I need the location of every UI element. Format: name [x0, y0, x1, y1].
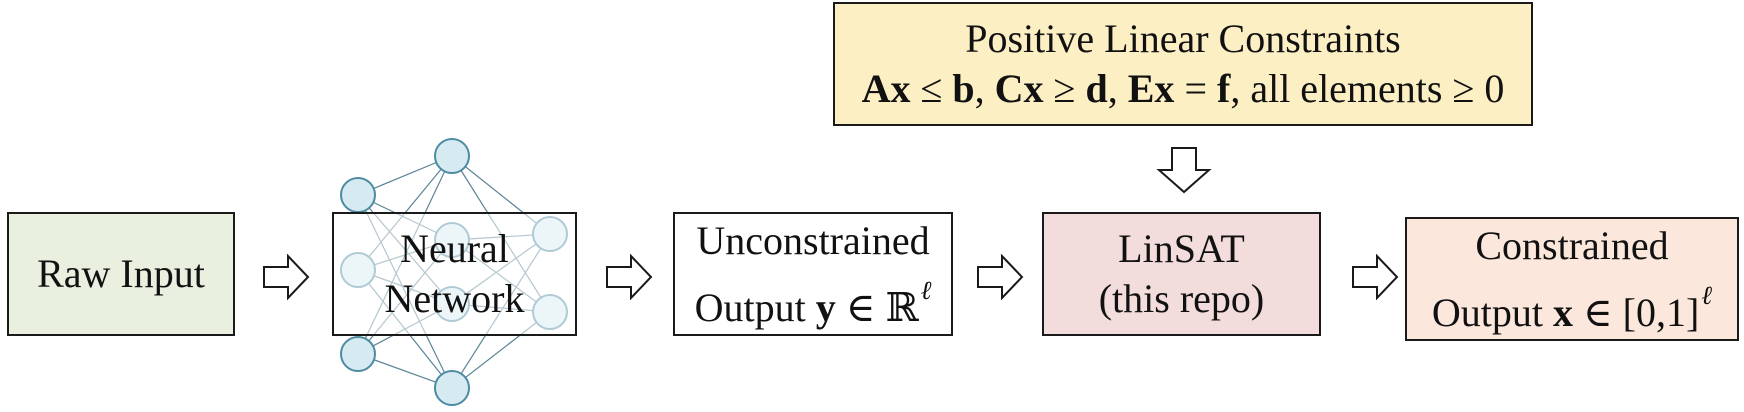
down-arrow-icon — [1156, 147, 1212, 194]
linsat-box: LinSAT (this repo) — [1042, 212, 1321, 336]
unconstrained-output-line2: Output y ∈ ℝℓ — [694, 275, 932, 330]
constrained-output-line1: Constrained — [1475, 222, 1669, 268]
right-arrow-icon — [263, 254, 310, 300]
constrained-output-box: Constrained Output x ∈ [0,1]ℓ — [1405, 217, 1739, 341]
right-arrow-icon — [1352, 254, 1399, 300]
unconstrained-output-box: Unconstrained Output y ∈ ℝℓ — [673, 212, 953, 336]
output-variable-y: y — [815, 284, 836, 330]
dimension-superscript: ℓ — [1701, 280, 1713, 310]
neural-network-label-line2: Network — [384, 276, 525, 321]
linsat-label-line2: (this repo) — [1098, 276, 1265, 321]
right-arrow-icon — [606, 254, 653, 300]
raw-input-label: Raw Input — [37, 251, 205, 296]
neural-network-label-line1: Neural — [400, 226, 509, 271]
nn-node — [434, 370, 470, 406]
linsat-label-line1: LinSAT — [1118, 226, 1245, 271]
constraints-title: Positive Linear Constraints — [965, 16, 1401, 61]
nn-node — [340, 336, 376, 372]
neural-network-box: Neural Network — [332, 212, 577, 336]
dimension-superscript: ℓ — [920, 275, 932, 305]
unconstrained-output-line1: Unconstrained — [696, 217, 930, 263]
right-arrow-icon — [977, 254, 1024, 300]
nn-node — [340, 177, 376, 213]
output-variable-x: x — [1553, 289, 1574, 335]
constraints-formula: Ax ≤ b, Cx ≥ d, Ex = f, all elements ≥ 0 — [861, 66, 1505, 111]
nn-node — [434, 138, 470, 174]
raw-input-box: Raw Input — [7, 212, 235, 336]
constraints-box: Positive Linear Constraints Ax ≤ b, Cx ≥… — [833, 2, 1533, 126]
constrained-output-line2: Output x ∈ [0,1]ℓ — [1431, 280, 1713, 335]
